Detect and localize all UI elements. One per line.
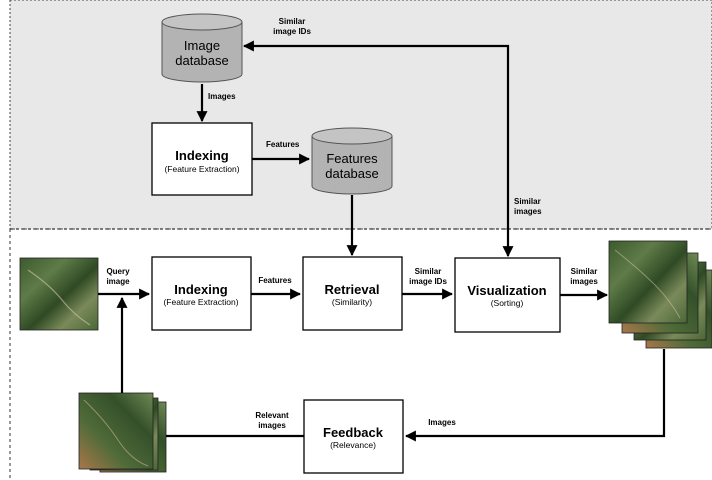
- offline-region: [9, 0, 712, 230]
- label-similar-ids-top-1: Similar: [279, 17, 306, 26]
- label-similar-images-online-1: Similar: [571, 267, 598, 276]
- label-similar-images-top-1: Similar: [514, 197, 541, 206]
- offline-indexing-title: Indexing: [175, 148, 229, 163]
- query-image: [19, 257, 99, 331]
- features-db-label-2: database: [325, 166, 379, 181]
- visualization-subtitle: (Sorting): [491, 298, 524, 308]
- label-similar-ids-online-2: image IDs: [409, 277, 447, 286]
- feedback-box: Feedback (Relevance): [303, 399, 404, 474]
- label-query-1: Query: [106, 267, 130, 276]
- result-image-stack: [608, 240, 712, 349]
- relevant-image-stack: [78, 392, 167, 473]
- feedback-title: Feedback: [323, 425, 384, 440]
- label-features-online: Features: [258, 276, 292, 285]
- retrieval-box: Retrieval (Similarity): [302, 256, 403, 331]
- label-similar-images-top-2: images: [514, 207, 542, 216]
- label-relevant-1: Relevant: [255, 411, 289, 420]
- features-db-label-1: Features: [326, 151, 378, 166]
- label-similar-images-online-2: images: [570, 277, 598, 286]
- image-db-label-2: database: [175, 53, 229, 68]
- visualization-title: Visualization: [467, 283, 546, 298]
- image-database: Image database: [161, 13, 243, 83]
- label-features-offline: Features: [266, 140, 300, 149]
- label-images-offline: Images: [208, 92, 236, 101]
- online-indexing-title: Indexing: [174, 282, 228, 297]
- label-images-feedback: Images: [428, 418, 456, 427]
- offline-indexing-subtitle: (Feature Extraction): [164, 164, 239, 174]
- offline-indexing-box: Indexing (Feature Extraction): [151, 122, 253, 196]
- online-indexing-box: Indexing (Feature Extraction): [151, 256, 252, 331]
- label-query-2: image: [106, 277, 130, 286]
- label-relevant-2: images: [258, 421, 286, 430]
- feedback-subtitle: (Relevance): [330, 440, 376, 450]
- online-indexing-subtitle: (Feature Extraction): [163, 297, 238, 307]
- image-db-label-1: Image: [184, 38, 220, 53]
- arrow-imagedb-visualization: [242, 40, 514, 258]
- features-database: Features database: [311, 127, 393, 195]
- visualization-box: Visualization (Sorting): [454, 257, 561, 333]
- retrieval-title: Retrieval: [325, 282, 380, 297]
- label-similar-ids-top-2: image IDs: [273, 27, 311, 36]
- retrieval-subtitle: (Similarity): [332, 297, 372, 307]
- arrow-results-to-feedback: [404, 349, 666, 442]
- label-similar-ids-online-1: Similar: [415, 267, 442, 276]
